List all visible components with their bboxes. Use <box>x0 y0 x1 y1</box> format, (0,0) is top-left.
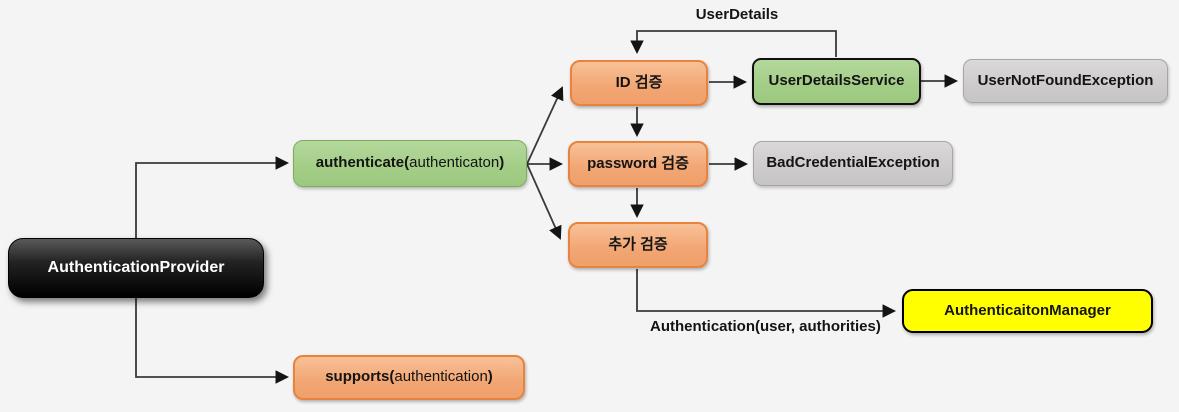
node-password-check-label: password 검증 <box>587 154 689 172</box>
node-bad-credential-exception-label: BadCredentialException <box>766 154 940 172</box>
node-bad-credential-exception: BadCredentialException <box>753 141 953 186</box>
node-user-details-service-label: UserDetailsService <box>768 72 905 90</box>
node-authentication-provider-label: AuthenticationProvider <box>47 259 225 277</box>
node-authentication-provider: AuthenticationProvider <box>8 238 264 298</box>
node-user-not-found-exception: UserNotFoundException <box>963 59 1168 103</box>
edge-authenticate-extra-check <box>526 163 562 240</box>
node-authenticate-label: authenticate(authenticaton) <box>315 154 505 172</box>
edge-provider-supports <box>135 298 290 384</box>
node-extra-check: 추가 검증 <box>568 222 708 268</box>
edge-label-user-details: UserDetails <box>695 6 779 23</box>
node-id-check-label: ID 검증 <box>615 73 663 91</box>
edge-extra-check-authentication-manager <box>636 269 897 318</box>
node-password-check: password 검증 <box>568 141 708 187</box>
edge-user-details-loop <box>630 30 837 57</box>
node-authentication-manager-label: AuthenticaitonManager <box>944 301 1111 319</box>
edge-provider-authenticate <box>135 156 290 238</box>
node-extra-check-label: 추가 검증 <box>608 235 668 253</box>
node-authentication-manager: AuthenticaitonManager <box>902 289 1153 333</box>
node-id-check: ID 검증 <box>570 60 708 106</box>
node-user-details-service: UserDetailsService <box>752 58 921 105</box>
node-supports: supports(authentication) <box>293 355 525 400</box>
node-authenticate: authenticate(authenticaton) <box>293 140 527 187</box>
node-user-not-found-exception-label: UserNotFoundException <box>977 71 1154 89</box>
node-supports-label: supports(authentication) <box>325 368 493 386</box>
edge-label-authentication-args: Authentication(user, authorities) <box>650 318 881 335</box>
edge-authenticate-id-check <box>526 86 564 165</box>
